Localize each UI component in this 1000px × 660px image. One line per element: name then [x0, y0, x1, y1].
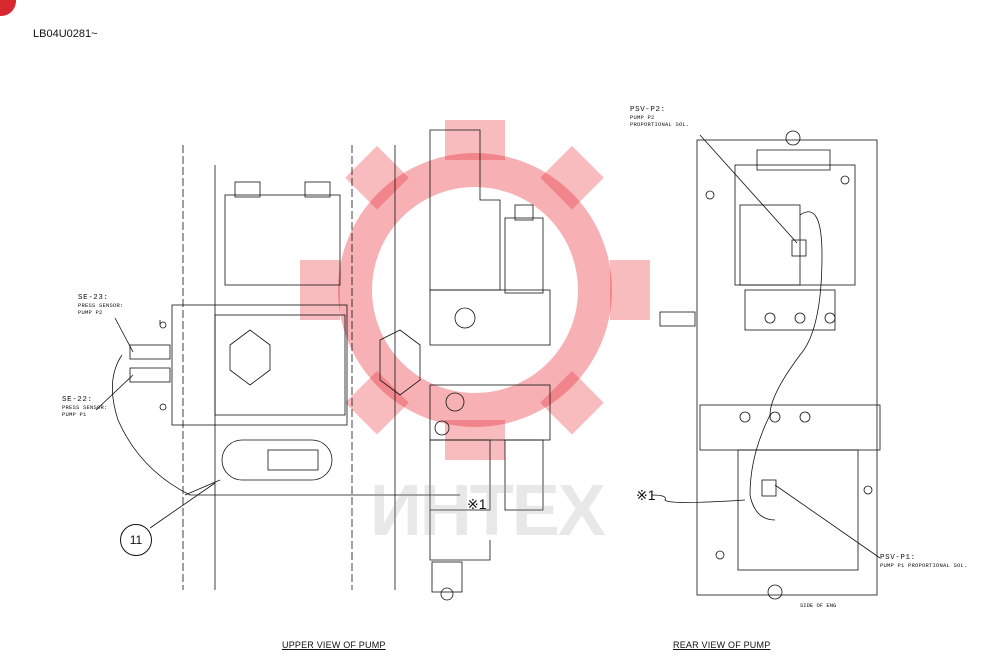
label-se22-desc1: PRESS SENSOR:: [62, 404, 108, 411]
note-mark-upper: ※1: [467, 496, 487, 512]
label-se23-desc1: PRESS SENSOR:: [78, 302, 124, 309]
watermark-gear-teeth: [300, 120, 650, 460]
document-id: LB04U0281~: [33, 28, 98, 40]
upper-view-drawing: [95, 129, 551, 601]
label-side-of-eng: SIDE OF ENG: [800, 602, 837, 609]
label-se22-desc2: PUMP P1: [62, 411, 87, 418]
label-psv-p2-desc2: PROPORTIONAL SOL.: [630, 121, 690, 128]
watermark-text: ИНТЕХ: [370, 471, 606, 551]
note-mark-rear: ※1: [636, 487, 656, 503]
label-psv-p1: PSV-P1: PUMP P1 PROPORTIONAL SOL.: [880, 554, 968, 569]
label-se22: SE-22: PRESS SENSOR: PUMP P1: [62, 396, 108, 418]
label-psv-p1-desc: PUMP P1 PROPORTIONAL SOL.: [880, 562, 968, 569]
label-psv-p2-id: PSV-P2:: [630, 106, 666, 114]
label-se23: SE-23: PRESS SENSOR: PUMP P2: [78, 294, 124, 316]
caption-upper-view: UPPER VIEW OF PUMP: [282, 640, 386, 650]
caption-rear-view: REAR VIEW OF PUMP: [673, 640, 771, 650]
callout-item-11: 11: [120, 524, 152, 556]
label-se23-id: SE-23:: [78, 294, 109, 302]
label-psv-p1-id: PSV-P1:: [880, 554, 916, 562]
label-psv-p2-desc1: PUMP P2: [630, 114, 655, 121]
label-psv-p2: PSV-P2: PUMP P2 PROPORTIONAL SOL.: [630, 106, 690, 128]
watermark-gear-icon: [338, 153, 612, 427]
label-se22-id: SE-22:: [62, 396, 93, 404]
label-se23-desc2: PUMP P2: [78, 309, 103, 316]
rear-view-drawing: [651, 130, 881, 600]
